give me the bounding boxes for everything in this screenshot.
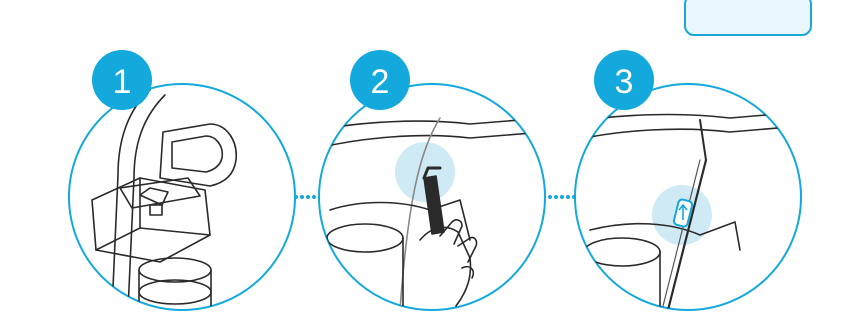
step-2-number: 2 bbox=[371, 63, 390, 101]
step-1-panel: 1 bbox=[69, 50, 295, 310]
connector-1-2 bbox=[294, 195, 322, 199]
step-3-panel: 3 bbox=[575, 50, 802, 310]
step-2-panel: 2 bbox=[318, 50, 545, 310]
step-1-number: 1 bbox=[113, 63, 132, 101]
step-3-number: 3 bbox=[615, 63, 634, 101]
connector-2-3 bbox=[548, 195, 576, 199]
